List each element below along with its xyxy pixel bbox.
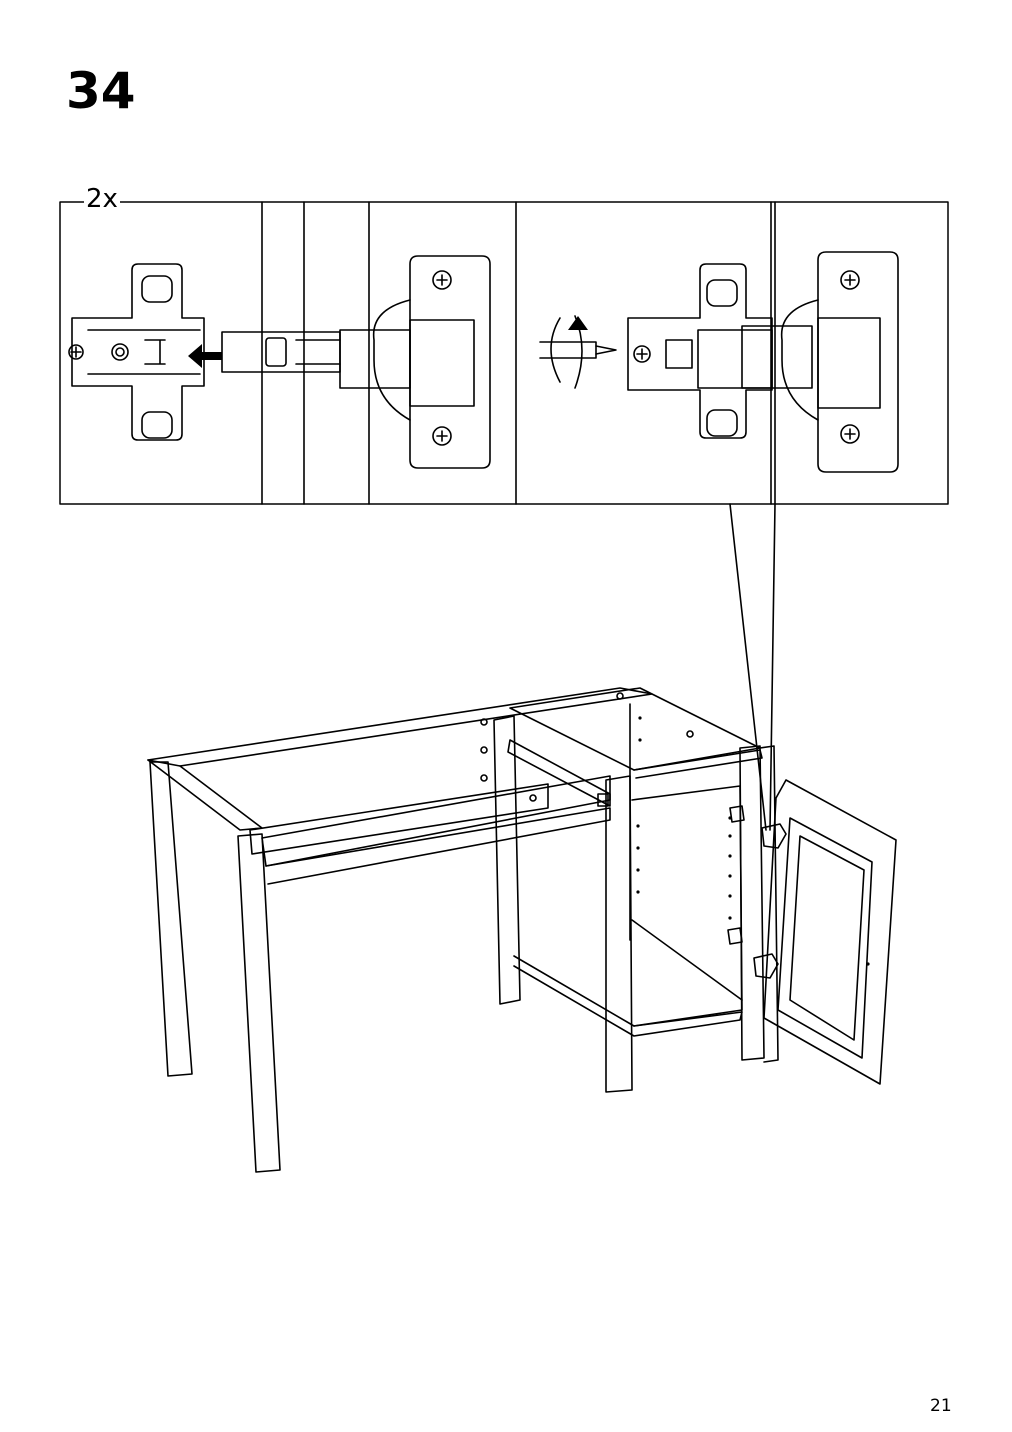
screw-icon	[480, 718, 488, 726]
quantity-label: 2x	[84, 184, 120, 214]
screw-icon	[529, 794, 537, 802]
page-number: 21	[930, 1396, 952, 1416]
screw-icon	[686, 730, 694, 738]
hinge-icon	[68, 255, 491, 469]
screw-icon	[480, 774, 488, 782]
push-arrow-icon	[188, 344, 222, 368]
screw-icon	[480, 746, 488, 754]
hinge-icon	[627, 251, 899, 473]
desk-frame	[147, 687, 779, 1173]
cabinet-door	[753, 779, 897, 1085]
rotate-arrow-icon	[568, 316, 588, 330]
screwdriver-icon	[539, 315, 617, 389]
screw-icon	[616, 692, 624, 700]
detail-frame	[59, 201, 949, 831]
step-number: 34	[66, 62, 136, 120]
